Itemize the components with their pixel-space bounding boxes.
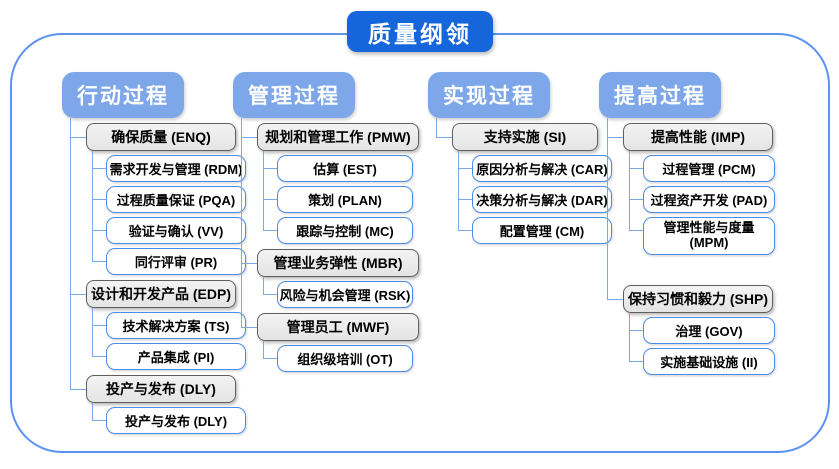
leaf-node-plan: 策划 (PLAN) [277,186,413,213]
tree-improvement-process: 提高性能 (IMP) 过程管理 (PCM) 过程资产开发 (PAD) 管理性能与… [599,118,775,375]
leaf-node-pi: 产品集成 (PI) [106,343,246,370]
leaf-node-cm: 配置管理 (CM) [472,217,612,244]
group-node-enq: 确保质量 (ENQ) [86,123,236,151]
leaf-node-est: 估算 (EST) [277,155,413,182]
column-action-process: 行动过程 确保质量 (ENQ) 需求开发与管理 (RDM) 过程质量保证 (PQ… [62,72,246,434]
group-imp: 提高性能 (IMP) 过程管理 (PCM) 过程资产开发 (PAD) 管理性能与… [607,118,775,255]
tree-management-process: 规划和管理工作 (PMW) 估算 (EST) 策划 (PLAN) 跟踪与控制 (… [233,118,419,372]
leaf-node-rsk: 风险与机会管理 (RSK) [277,281,413,308]
leaf-node-dly: 投产与发布 (DLY) [106,407,246,434]
leaf-node-rdm: 需求开发与管理 (RDM) [106,155,246,182]
leaf-node-dar: 决策分析与解决 (DAR) [472,186,612,213]
column-header-action-process: 行动过程 [62,72,184,118]
leaf-node-ts: 技术解决方案 (TS) [106,312,246,339]
tree-implementation-process: 支持实施 (SI) 原因分析与解决 (CAR) 决策分析与解决 (DAR) 配置… [428,118,612,244]
group-edp: 设计和开发产品 (EDP) 技术解决方案 (TS) 产品集成 (PI) [70,275,246,370]
group-si: 支持实施 (SI) 原因分析与解决 (CAR) 决策分析与解决 (DAR) 配置… [436,118,612,244]
group-node-imp: 提高性能 (IMP) [623,123,773,151]
group-mbr: 管理业务弹性 (MBR) 风险与机会管理 (RSK) [241,244,419,308]
group-node-mwf: 管理员工 (MWF) [257,313,419,341]
group-node-mbr: 管理业务弹性 (MBR) [257,249,419,277]
leaf-node-mc: 跟踪与控制 (MC) [277,217,413,244]
leaf-node-gov: 治理 (GOV) [643,316,775,344]
leaf-node-car: 原因分析与解决 (CAR) [472,155,612,182]
column-header-management-process: 管理过程 [233,72,355,118]
diagram-title: 质量纲领 [347,11,493,52]
group-pmw: 规划和管理工作 (PMW) 估算 (EST) 策划 (PLAN) 跟踪与控制 (… [241,118,419,244]
group-node-dly: 投产与发布 (DLY) [86,375,236,403]
leaf-node-pad: 过程资产开发 (PAD) [643,186,775,213]
group-mwf: 管理员工 (MWF) 组织级培训 (OT) [241,308,419,372]
leaf-node-pqa: 过程质量保证 (PQA) [106,186,246,213]
column-management-process: 管理过程 规划和管理工作 (PMW) 估算 (EST) 策划 (PLAN) 跟踪… [233,72,419,372]
group-node-si: 支持实施 (SI) [452,123,598,151]
leaf-node-pcm: 过程管理 (PCM) [643,155,775,182]
group-node-shp: 保持习惯和毅力 (SHP) [623,284,773,313]
leaf-node-vv: 验证与确认 (VV) [106,217,246,244]
column-header-improvement-process: 提高过程 [599,72,721,118]
leaf-node-mpm: 管理性能与度量 (MPM) [643,217,775,255]
leaf-node-ii: 实施基础设施 (II) [643,347,775,375]
group-enq: 确保质量 (ENQ) 需求开发与管理 (RDM) 过程质量保证 (PQA) 验证… [70,118,246,275]
leaf-node-ot: 组织级培训 (OT) [277,345,413,372]
leaf-node-pr: 同行评审 (PR) [106,248,246,275]
tree-action-process: 确保质量 (ENQ) 需求开发与管理 (RDM) 过程质量保证 (PQA) 验证… [62,118,246,434]
group-node-edp: 设计和开发产品 (EDP) [86,280,236,308]
column-header-implementation-process: 实现过程 [428,72,550,118]
group-node-pmw: 规划和管理工作 (PMW) [257,123,419,151]
column-implementation-process: 实现过程 支持实施 (SI) 原因分析与解决 (CAR) 决策分析与解决 (DA… [428,72,612,244]
group-shp: 保持习惯和毅力 (SHP) 治理 (GOV) 实施基础设施 (II) [607,254,775,375]
column-improvement-process: 提高过程 提高性能 (IMP) 过程管理 (PCM) 过程资产开发 (PAD) … [599,72,775,375]
group-dly: 投产与发布 (DLY) 投产与发布 (DLY) [70,370,246,434]
